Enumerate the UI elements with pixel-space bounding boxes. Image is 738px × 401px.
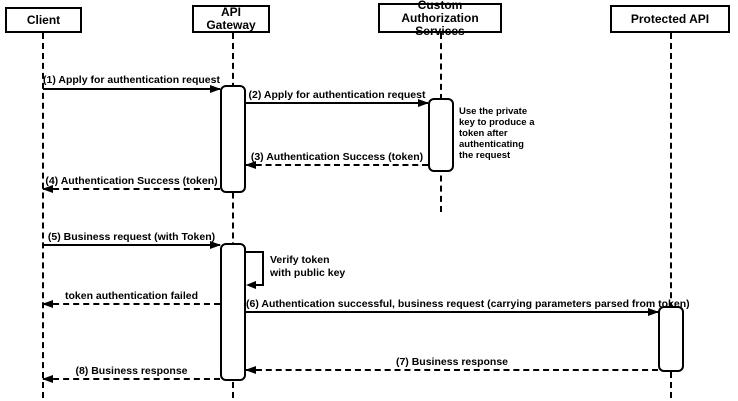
message-2-label: (2) Apply for authentication request xyxy=(248,89,426,101)
arrowhead-left-icon xyxy=(245,366,256,374)
message-1-line xyxy=(43,85,221,93)
arrowhead-left-icon xyxy=(42,185,53,193)
message-8-label: (8) Business response xyxy=(75,365,188,377)
self-message-right-line xyxy=(262,251,264,285)
arrowhead-left-icon xyxy=(246,281,256,289)
message-3-label: (3) Authentication Success (token) xyxy=(250,151,424,163)
message-6-line xyxy=(246,308,659,316)
actor-custom-authorization-services: Custom Authorization Services xyxy=(378,0,502,37)
message-token-failed-label: token authentication failed xyxy=(64,290,198,302)
message-7-line xyxy=(245,366,658,374)
actor-protected-api-label: Protected API xyxy=(630,11,710,26)
self-message-verify-token-label: Verify token with public key xyxy=(270,254,346,279)
self-message-top-line xyxy=(246,251,264,253)
arrowhead-left-icon xyxy=(42,375,53,383)
message-4-line xyxy=(42,185,220,193)
actor-client-label: Client xyxy=(26,12,61,27)
lifeline-api-gateway xyxy=(232,33,234,398)
activation-api-gateway-2 xyxy=(220,243,246,381)
arrowhead-right-icon xyxy=(648,308,659,316)
message-4-label: (4) Authentication Success (token) xyxy=(45,175,218,187)
message-1-label: (1) Apply for authentication request xyxy=(43,74,220,86)
activation-api-gateway-1 xyxy=(220,85,246,193)
activation-protected-api xyxy=(658,306,684,372)
actor-api-gateway: API Gateway xyxy=(192,5,270,33)
actor-api-gateway-label: API Gateway xyxy=(206,5,256,32)
arrowhead-right-icon xyxy=(210,85,221,93)
arrowhead-right-icon xyxy=(210,241,221,249)
arrowhead-left-icon xyxy=(245,161,256,169)
actor-custom-authorization-services-label: Custom Authorization Services xyxy=(401,0,479,38)
actor-client: Client xyxy=(5,7,82,33)
message-3-line xyxy=(245,161,428,169)
lifeline-protected-api xyxy=(670,33,672,398)
lifeline-client xyxy=(42,33,44,398)
message-8-line xyxy=(42,375,220,383)
message-7-label: (7) Business response xyxy=(395,356,509,368)
message-5-line xyxy=(43,241,221,249)
activation-custom-auth xyxy=(428,98,454,172)
note-private-key: Use the private key to produce a token a… xyxy=(459,106,535,161)
self-message-bottom-line xyxy=(254,284,264,286)
actor-protected-api: Protected API xyxy=(610,5,730,33)
message-token-failed-line xyxy=(42,300,220,308)
message-2-line xyxy=(246,99,429,107)
arrowhead-left-icon xyxy=(42,300,53,308)
arrowhead-right-icon xyxy=(418,99,429,107)
message-6-label: (6) Authentication successful, business … xyxy=(246,298,690,310)
message-5-label: (5) Business request (with Token) xyxy=(47,231,216,243)
